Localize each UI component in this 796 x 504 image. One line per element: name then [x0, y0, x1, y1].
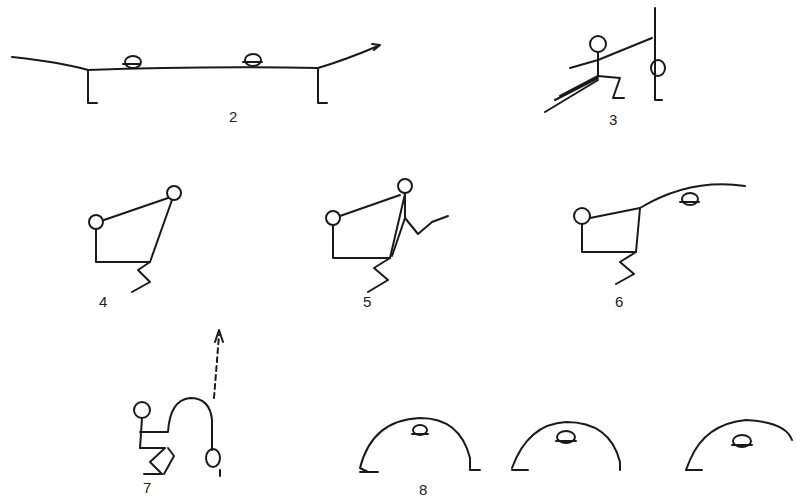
figure-2 [12, 44, 380, 103]
callout-number: 6 [615, 294, 623, 309]
callout-number: 5 [363, 294, 371, 309]
figure-3 [545, 8, 665, 112]
callout-number: 2 [229, 109, 237, 124]
callout-number: 3 [609, 112, 617, 127]
figure-7 [134, 330, 223, 476]
callout-number: 4 [99, 294, 107, 309]
figure-6 [574, 184, 745, 284]
figure-4 [89, 186, 181, 292]
figure-8 [360, 418, 792, 472]
callout-number: 7 [143, 480, 151, 495]
figure-5 [326, 179, 448, 292]
callout-number: 8 [419, 482, 427, 497]
